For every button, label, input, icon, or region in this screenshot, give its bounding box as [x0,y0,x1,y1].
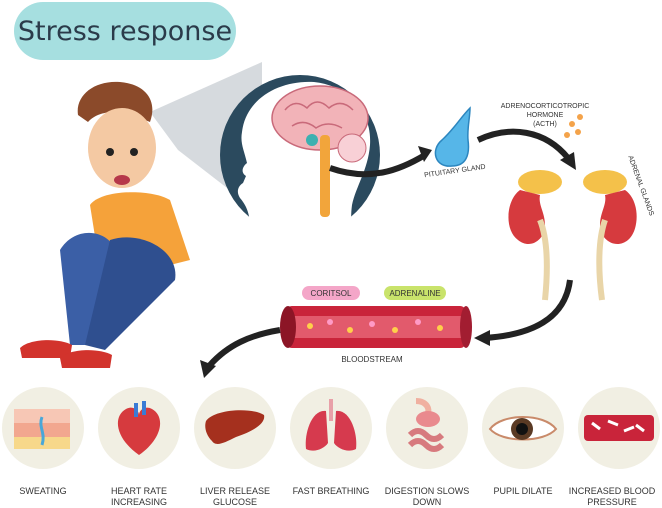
acth-label-line1: Adrenocorticotropic [500,103,590,110]
liver-icon [205,410,265,444]
effect-label-vessel: Increased blood pressure [568,486,656,507]
heart-icon [117,401,161,455]
effect-circle-eye [482,387,564,469]
blood-vessel [280,306,472,348]
effect-circle-liver [194,387,276,469]
effect-circle-lungs [290,387,372,469]
cerebellum [337,133,367,163]
arrow-pituitary-to-adrenal [476,128,571,160]
pituitary-gland [434,106,471,167]
brain-stem [320,135,330,217]
boy-illustration [20,81,190,368]
effect-circle-heart [98,387,180,469]
effect-label-liver: Liver release glucose [199,486,271,507]
acth-label-line3: (ACTH) [533,121,557,128]
boy-shoe-right [60,350,112,368]
effect-circle-sweating [2,387,84,469]
boy-face [88,108,156,188]
main-illustration [20,62,637,378]
acth-label: Adrenocorticotropic Hormone (ACTH) [490,102,600,129]
effect-circle-digestion [386,387,468,469]
right-kidney [583,170,637,301]
arrow-brain-to-pituitary [329,152,427,178]
digestive-system-icon [407,398,445,452]
bloodstream-label: Bloodstream [341,355,403,364]
lungs-icon [305,399,357,451]
blood-vessel-icon [584,415,654,441]
effect-label-heart: Heart rate increasing [110,486,167,507]
title-pill: Stress response [14,2,236,60]
effect-label-sweating: Sweating [19,486,67,496]
arrow-bloodstream-to-effects [207,327,281,368]
boy-shoe-left [20,340,72,358]
left-kidney [508,170,562,301]
diagram-title: Stress response [17,15,233,47]
effect-circle-vessel [578,387,660,469]
effect-label-lungs: Fast breathing [292,486,370,496]
skin-sweat-icon [14,409,70,449]
effect-label-digestion: Digestion slows down [384,486,470,507]
eye-icon [488,416,558,441]
boy-legs [60,232,118,345]
cortisol-pill: Coritsol [302,286,360,300]
effect-label-eye: Pupil dilate [493,486,553,496]
arrow-adrenal-to-bloodstream [484,279,573,341]
acth-label-line2: Hormone [526,112,564,119]
adrenaline-pill: Adrenaline [384,286,446,300]
